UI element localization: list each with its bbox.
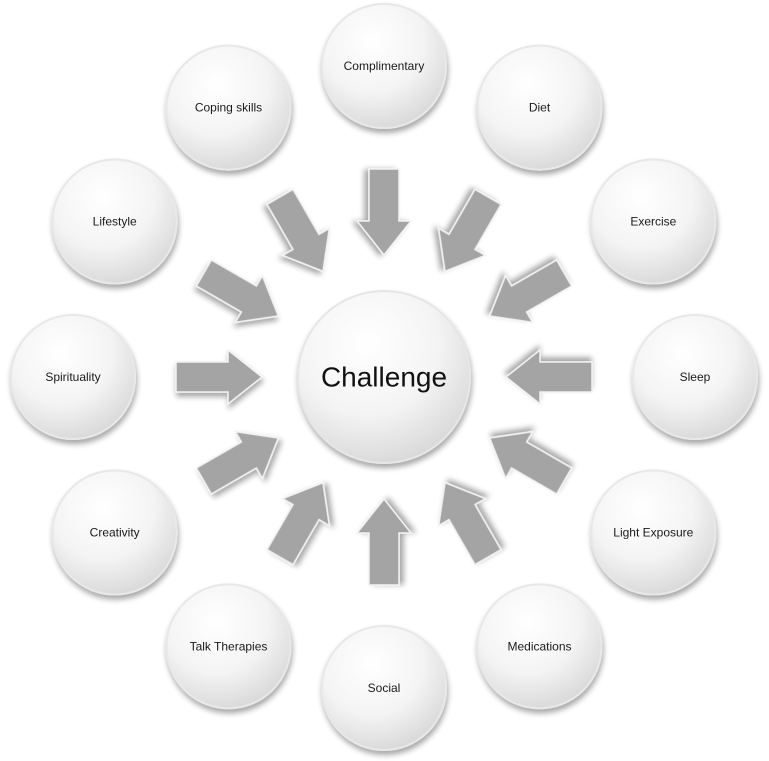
node-label: Lifestyle xyxy=(93,215,137,229)
node-label: Spirituality xyxy=(45,370,100,384)
arrow-from-sleep xyxy=(504,348,593,406)
node-circle xyxy=(632,314,758,440)
arrows-layer xyxy=(175,168,593,586)
node-circle xyxy=(476,583,603,710)
arrow-from-lifestyle xyxy=(195,258,280,324)
center-circle xyxy=(297,290,471,464)
node-diet: Diet xyxy=(476,44,603,171)
arrow-from-social xyxy=(355,497,413,586)
center-node: Challenge xyxy=(297,290,471,464)
node-talk-therapies: Talk Therapies xyxy=(165,583,292,710)
node-circle xyxy=(321,625,447,751)
arrow-from-spirituality xyxy=(175,348,264,406)
node-circle xyxy=(165,583,292,710)
node-spirituality: Spirituality xyxy=(10,314,136,440)
node-label: Light Exposure xyxy=(613,526,693,540)
arrow-from-exercise xyxy=(488,258,573,324)
node-label: Diet xyxy=(529,101,551,115)
node-sleep: Sleep xyxy=(632,314,758,440)
node-circle xyxy=(51,158,178,285)
node-circle xyxy=(590,158,717,285)
node-exercise: Exercise xyxy=(590,158,717,285)
node-circle xyxy=(476,44,603,171)
node-social: Social xyxy=(321,625,447,751)
node-label: Complimentary xyxy=(344,59,425,73)
arrow-from-light-exposure xyxy=(488,430,573,496)
node-circle xyxy=(51,469,178,596)
node-label: Talk Therapies xyxy=(190,639,268,653)
arrow-from-creativity xyxy=(195,430,280,496)
node-lifestyle: Lifestyle xyxy=(51,158,178,285)
node-label: Social xyxy=(368,681,401,695)
node-circle xyxy=(165,44,292,171)
node-medications: Medications xyxy=(476,583,603,710)
arrow-from-coping-skills xyxy=(265,188,331,273)
node-label: Sleep xyxy=(680,370,711,384)
node-label: Coping skills xyxy=(195,101,262,115)
node-creativity: Creativity xyxy=(51,469,178,596)
node-label: Exercise xyxy=(630,215,676,229)
node-coping-skills: Coping skills xyxy=(165,44,292,171)
node-circle xyxy=(590,469,717,596)
arrow-from-talk-therapies xyxy=(265,481,331,566)
center-label: Challenge xyxy=(321,362,447,393)
arrow-from-complimentary xyxy=(355,168,413,257)
node-light-exposure: Light Exposure xyxy=(590,469,717,596)
node-circle xyxy=(10,314,136,440)
node-complimentary: Complimentary xyxy=(321,3,447,129)
node-label: Medications xyxy=(507,639,571,653)
node-label: Creativity xyxy=(90,526,140,540)
node-circle xyxy=(321,3,447,129)
arrow-from-medications xyxy=(437,481,503,566)
arrow-from-diet xyxy=(437,188,503,273)
